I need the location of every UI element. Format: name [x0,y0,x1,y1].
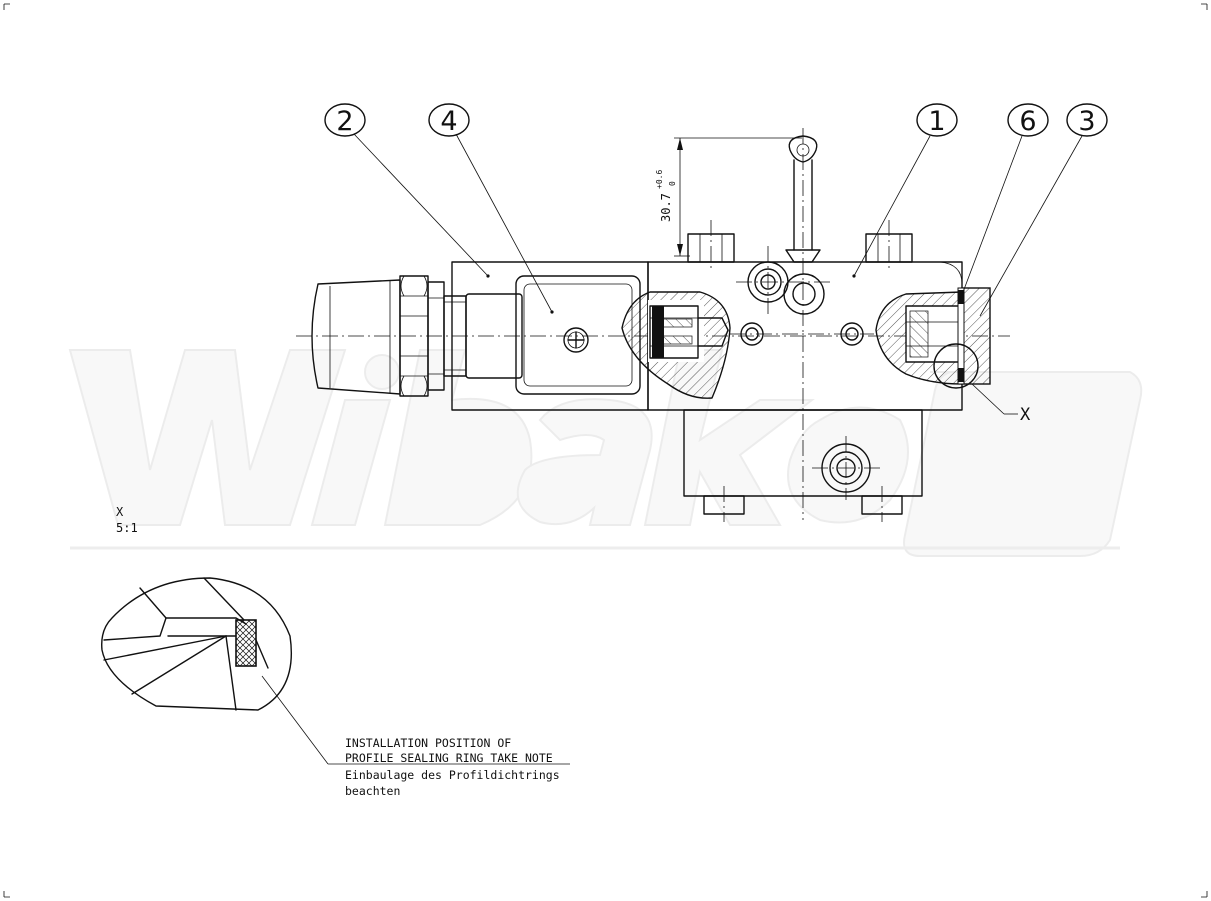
detail-x-marker: X [1020,405,1031,425]
leader-lines [353,133,1083,317]
hex-nut [399,275,445,397]
sub-plate [683,409,923,497]
installation-note: INSTALLATION POSITION OF PROFILE SEALING… [345,736,560,798]
callout-2: 2 [324,103,366,137]
callout-6: 6 [1007,103,1049,137]
svg-text:5:1: 5:1 [116,521,138,535]
manual-lever [785,135,821,263]
svg-text:4: 4 [440,106,457,137]
svg-text:Einbaulage des Profildichtring: Einbaulage des Profildichtrings [345,768,560,782]
connector-plug [515,275,641,395]
svg-text:+0.6: +0.6 [655,170,664,189]
end-cover [961,287,991,385]
callout-4: 4 [428,103,470,137]
svg-text:PROFILE SEALING RING TAKE NOTE: PROFILE SEALING RING TAKE NOTE [345,751,553,765]
detail-x-circle [933,343,979,389]
svg-text:INSTALLATION POSITION OF: INSTALLATION POSITION OF [345,736,511,750]
svg-text:X: X [116,505,124,519]
mounting-screws-top [687,233,913,263]
profile-sealing-ring [235,619,257,667]
svg-text:2: 2 [336,106,353,137]
port-holes [740,261,864,346]
valve-assembly: X [296,103,1108,522]
height-dimension: 30.7 +0.6 0 [655,137,802,257]
callout-3: 3 [1066,103,1108,137]
svg-text:30.7: 30.7 [659,193,673,222]
svg-text:3: 3 [1078,106,1095,137]
svg-text:beachten: beachten [345,784,400,798]
spool-section [649,305,729,359]
watermark-logo [68,349,1143,557]
solenoid-cap [311,279,401,395]
plug-screw-icon [563,327,589,353]
svg-text:0: 0 [668,181,677,186]
detail-view-label: X 5:1 [116,505,138,535]
sheet-corner-marks [3,3,1208,898]
svg-text:6: 6 [1019,106,1036,137]
callout-1: 1 [916,103,958,137]
svg-text:1: 1 [928,106,945,137]
detail-view-x [101,577,570,765]
